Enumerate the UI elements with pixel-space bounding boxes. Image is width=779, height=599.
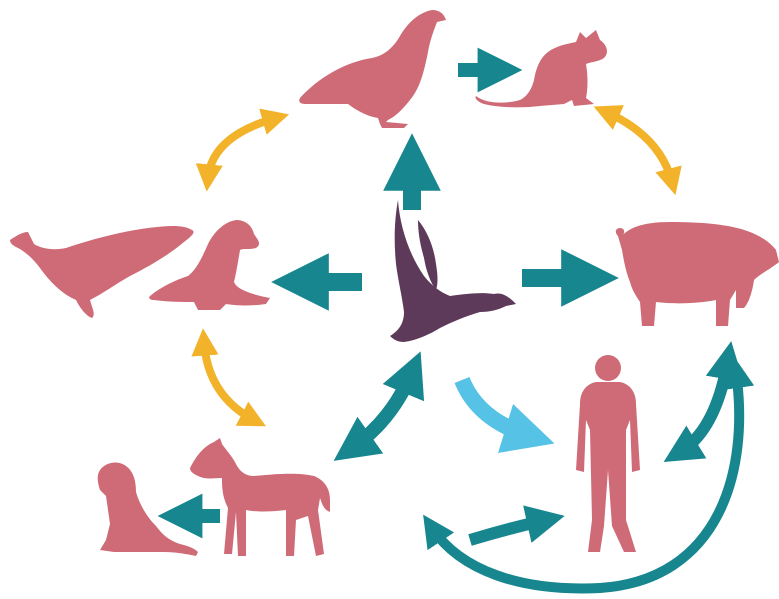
arrow-cat-pig-link: [606, 112, 672, 182]
pig-icon: [616, 222, 779, 326]
flying-duck-icon: [390, 200, 516, 342]
arrow-human-to-human: [470, 520, 546, 540]
arrow-seal-horse-link: [204, 342, 254, 420]
whale-icon: [10, 226, 194, 318]
human-icon: [576, 355, 640, 552]
arrow-human-pig-bidirectional: [680, 360, 728, 452]
arrow-bird-to-human: [462, 380, 530, 436]
horse-icon: [190, 438, 330, 556]
arrow-bird-horse-bidirectional: [352, 372, 412, 448]
chicken-icon: [299, 10, 446, 128]
arrow-poultry-seal-link: [208, 118, 276, 178]
